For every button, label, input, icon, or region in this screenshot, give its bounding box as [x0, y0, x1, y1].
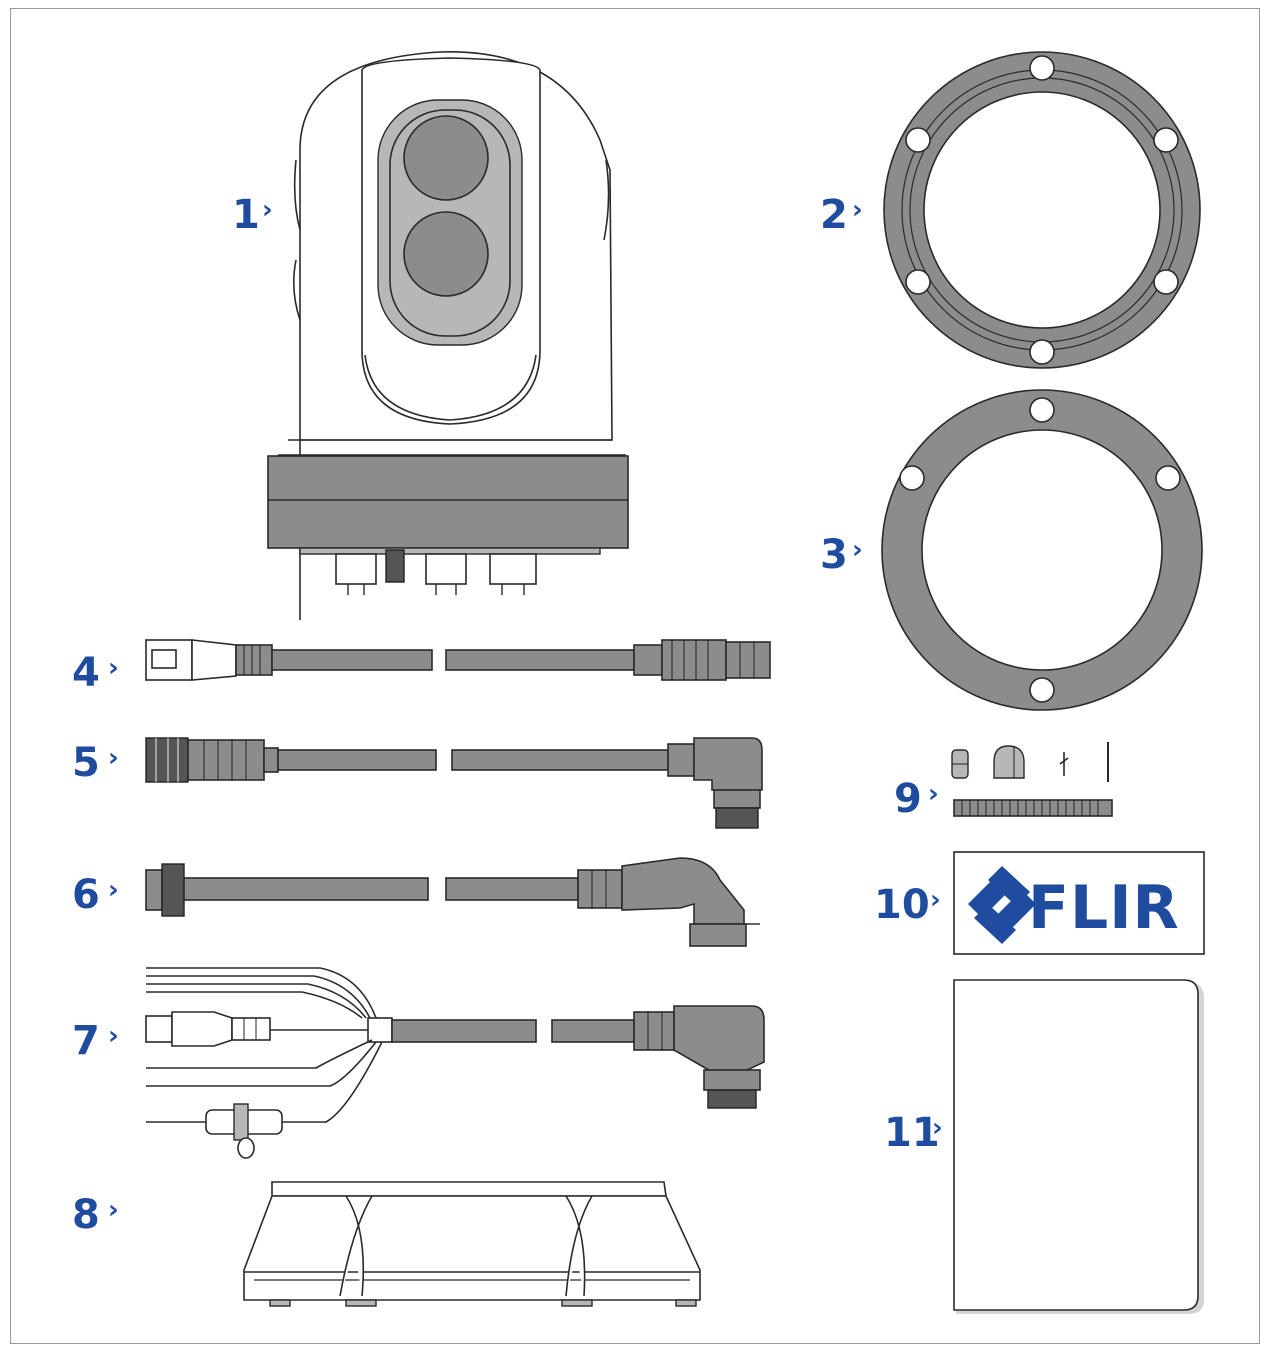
fixings-kit-icon [951, 742, 1113, 817]
flir-logo-icon: FLIR [953, 851, 1205, 955]
callout-arrow: › [108, 653, 119, 683]
callout-arrow: › [928, 779, 939, 809]
callout-arrow: › [930, 885, 941, 915]
thermal-camera-icon [267, 51, 629, 620]
callout-2: 2 [820, 192, 848, 238]
callout-arrow: › [852, 195, 863, 225]
callout-9: 9 [894, 776, 922, 822]
callout-5: 5 [72, 740, 100, 786]
callout-10: 10 [874, 882, 930, 928]
callout-arrow: › [108, 743, 119, 773]
callout-3: 3 [820, 532, 848, 578]
callout-arrow: › [852, 535, 863, 565]
callout-6: 6 [72, 872, 100, 918]
callout-11: 11 [884, 1110, 940, 1156]
callout-arrow: › [108, 875, 119, 905]
callout-arrow: › [932, 1113, 943, 1143]
callout-arrow: › [262, 195, 273, 225]
callout-arrow: › [108, 1021, 119, 1051]
right-angle-cable-icon [145, 737, 763, 829]
flat-gasket-icon [881, 389, 1203, 711]
flir-logo-text: FLIR [1028, 873, 1180, 943]
callout-1: 1 [232, 192, 260, 238]
callout-8: 8 [72, 1192, 100, 1238]
callout-4: 4 [72, 650, 100, 696]
mounting-gasket-icon [883, 51, 1201, 369]
diagram-frame [10, 8, 1260, 1344]
mounting-base-icon [243, 1181, 701, 1307]
callout-arrow: › [108, 1195, 119, 1225]
bnc-video-cable-icon [145, 857, 760, 947]
callout-7: 7 [72, 1018, 100, 1064]
ethernet-cable-icon [145, 639, 771, 681]
documentation-pack-icon [953, 979, 1204, 1314]
power-data-cable-icon [145, 967, 765, 1159]
